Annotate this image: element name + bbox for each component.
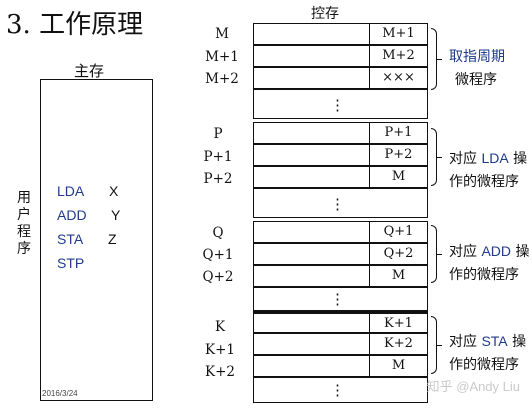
main-memory-label: 主存 xyxy=(74,62,105,80)
control-memory-gap-row xyxy=(253,287,428,311)
note-opcode: ADD xyxy=(481,243,512,259)
note-text: 作的微程序 xyxy=(449,174,519,190)
next-address-cell: P+1 xyxy=(369,123,427,143)
note-text: 对应 xyxy=(449,334,482,350)
next-address-cell: Q+1 xyxy=(369,222,427,242)
ellipsis: ⋮ xyxy=(330,96,345,114)
watermark: 知乎 @Andy Liu xyxy=(426,379,520,394)
control-memory-row: Q+1 xyxy=(253,221,428,243)
next-address-cell: ××× xyxy=(369,68,427,88)
group-bracket xyxy=(431,128,442,186)
group-note: 对应 STA 操 作的微程序 xyxy=(449,330,526,377)
note-text: 对应 xyxy=(449,244,482,260)
control-memory-row: K+1 xyxy=(253,311,428,333)
ellipsis: ⋮ xyxy=(330,290,345,308)
ellipsis: ⋮ xyxy=(330,195,345,213)
address-label: K+1 xyxy=(205,342,235,358)
instruction-op: STA xyxy=(57,231,84,247)
group-bracket xyxy=(431,316,442,374)
main-memory-box xyxy=(40,79,153,401)
note-text: 作的微程序 xyxy=(449,357,519,373)
group-note: 对应 ADD 操 作的微程序 xyxy=(449,240,529,287)
note-text: 对应 xyxy=(449,151,482,167)
control-memory-row: Q+2 xyxy=(253,243,428,265)
control-memory-gap-row xyxy=(253,89,428,119)
next-address-cell: K+1 xyxy=(369,314,427,332)
address-label: Q+2 xyxy=(202,269,234,285)
control-memory-row: M xyxy=(253,355,428,377)
page-title: 3. 工作原理 xyxy=(6,10,144,40)
address-label: K+2 xyxy=(205,364,235,380)
control-memory-gap-row xyxy=(253,377,428,403)
address-label: M xyxy=(215,26,229,42)
instruction-operand: X xyxy=(109,183,119,199)
note-text: 微程序 xyxy=(455,72,497,88)
address-label: K xyxy=(214,319,226,335)
address-label: P+1 xyxy=(203,149,233,165)
address-label: M+1 xyxy=(205,49,239,65)
instruction-op: ADD xyxy=(57,207,87,223)
address-label: P xyxy=(213,126,223,142)
group-note: 取指周期 微程序 xyxy=(449,46,505,92)
group-bracket xyxy=(431,28,442,90)
control-memory-row: K+2 xyxy=(253,333,428,355)
instruction-operand: Z xyxy=(108,231,117,247)
instruction-operand: Y xyxy=(111,207,121,223)
note-opcode: STA xyxy=(481,333,508,349)
address-label: Q+1 xyxy=(202,247,234,263)
control-memory-label: 控存 xyxy=(311,6,339,22)
group-note: 对应 LDA 操 作的微程序 xyxy=(449,147,527,194)
user-program-label: 用户程序 xyxy=(17,190,31,257)
note-text: 操 xyxy=(511,244,530,260)
group-bracket xyxy=(431,225,442,283)
note-text: 作的微程序 xyxy=(449,267,519,283)
note-text: 操 xyxy=(507,334,527,350)
next-address-cell: Q+2 xyxy=(369,244,427,264)
next-address-cell: M+2 xyxy=(369,46,427,66)
address-label: Q xyxy=(212,225,224,241)
control-memory-row: M xyxy=(253,265,428,287)
control-memory-row: P+1 xyxy=(253,122,428,144)
note-text: 取指周期 xyxy=(449,49,505,65)
next-address-cell: K+2 xyxy=(369,334,427,354)
ellipsis: ⋮ xyxy=(330,381,345,399)
next-address-cell: M xyxy=(369,356,427,376)
next-address-cell: M xyxy=(369,167,427,187)
address-label: P+2 xyxy=(203,171,233,187)
date-stamp: 2016/3/24 xyxy=(42,389,78,398)
note-text: 操 xyxy=(508,151,528,167)
address-label: M+2 xyxy=(205,71,239,87)
instruction-op: LDA xyxy=(57,183,85,199)
next-address-cell: P+2 xyxy=(369,145,427,165)
control-memory-gap-row xyxy=(253,188,428,218)
instruction-op: STP xyxy=(57,255,85,271)
next-address-cell: M xyxy=(369,266,427,286)
control-memory-row: M xyxy=(253,166,428,188)
next-address-cell: M+1 xyxy=(369,24,427,44)
control-memory-row: ××× xyxy=(253,67,428,89)
note-opcode: LDA xyxy=(481,150,509,166)
control-memory-row: M+2 xyxy=(253,45,428,67)
control-memory-row: M+1 xyxy=(253,23,428,45)
control-memory-row: P+2 xyxy=(253,144,428,166)
